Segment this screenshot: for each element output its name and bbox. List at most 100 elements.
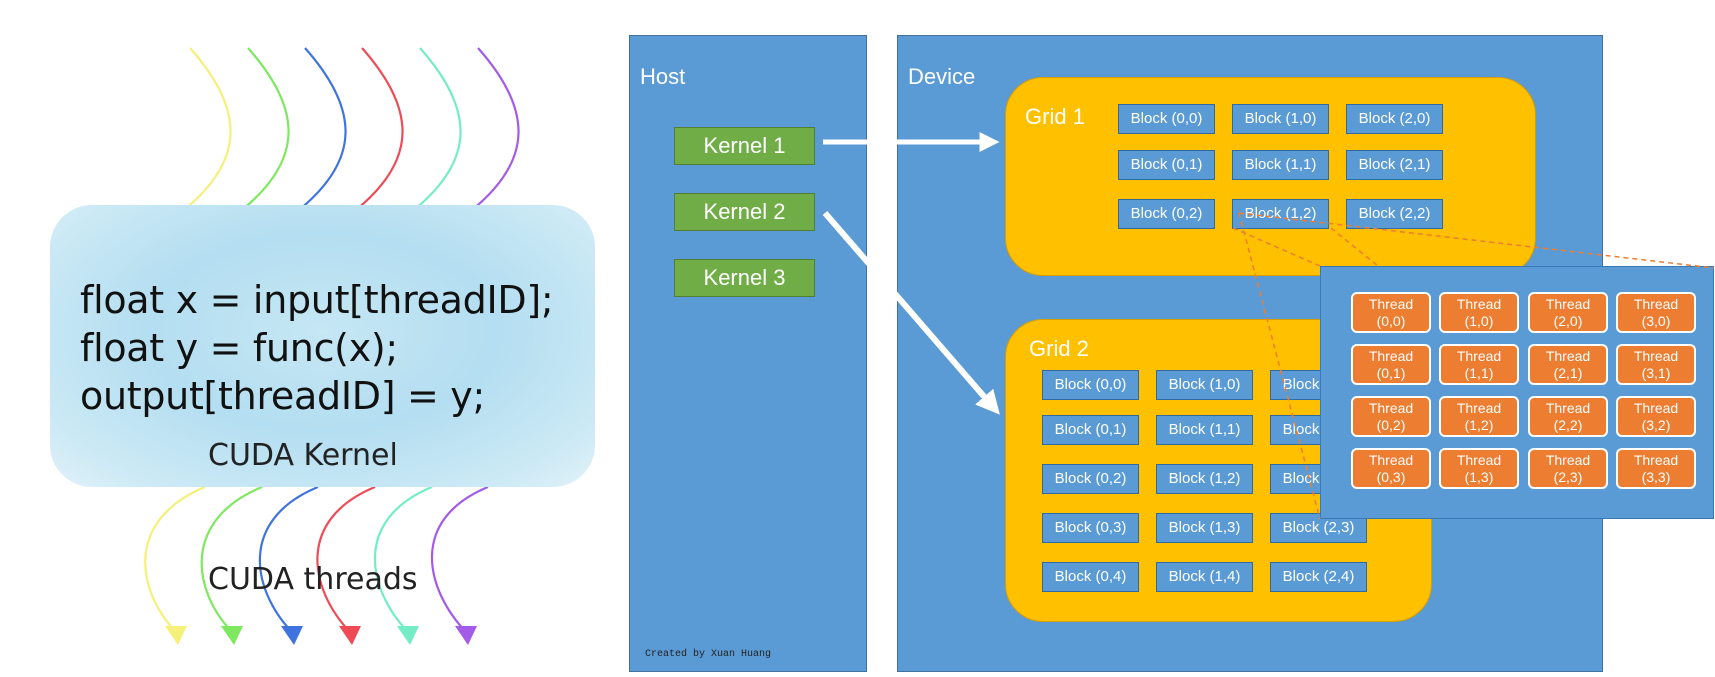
kernel-3-box: Kernel 3 bbox=[674, 259, 815, 297]
grid-1-block-0-0: Block (0,0) bbox=[1118, 104, 1215, 134]
thread-id: (3,3) bbox=[1641, 469, 1671, 485]
thread-0-1: Thread(0,1) bbox=[1351, 344, 1431, 385]
grid-2-block-1-4: Block (1,4) bbox=[1156, 562, 1253, 592]
thread-id: (0,3) bbox=[1376, 469, 1406, 485]
thread-curve-bottom-4 bbox=[316, 485, 376, 633]
thread-curve-top-3 bbox=[298, 47, 347, 211]
thread-word: Thread bbox=[1633, 296, 1679, 312]
thread-3-0: Thread(3,0) bbox=[1616, 292, 1696, 333]
thread-id: (3,2) bbox=[1641, 417, 1671, 433]
grid-1-block-2-0: Block (2,0) bbox=[1346, 104, 1443, 134]
grid-1-block-1-0: Block (1,0) bbox=[1232, 104, 1329, 134]
thread-word: Thread bbox=[1368, 452, 1414, 468]
thread-word: Thread bbox=[1368, 348, 1414, 364]
thread-word: Thread bbox=[1456, 400, 1502, 416]
thread-2-3: Thread(2,3) bbox=[1528, 448, 1608, 489]
grid-2-block-0-2: Block (0,2) bbox=[1042, 464, 1139, 494]
code-line-1: float x = input[threadID]; bbox=[80, 278, 554, 322]
grid-1-block-2-1: Block (2,1) bbox=[1346, 150, 1443, 180]
thread-word: Thread bbox=[1456, 296, 1502, 312]
grid-2-block-0-0: Block (0,0) bbox=[1042, 370, 1139, 400]
thread-id: (0,2) bbox=[1376, 417, 1406, 433]
thread-1-1: Thread(1,1) bbox=[1439, 344, 1519, 385]
thread-word: Thread bbox=[1633, 452, 1679, 468]
grid-2-label: Grid 2 bbox=[1029, 336, 1089, 361]
grid-1-block-1-2: Block (1,2) bbox=[1232, 199, 1329, 229]
grid-2-block-0-3: Block (0,3) bbox=[1042, 513, 1139, 543]
cuda-kernel-caption: CUDA Kernel bbox=[208, 438, 398, 473]
thread-id: (1,1) bbox=[1464, 365, 1494, 381]
thread-id: (2,2) bbox=[1553, 417, 1583, 433]
credit-text: Created by Xuan Huang bbox=[645, 649, 772, 660]
thread-1-0: Thread(1,0) bbox=[1439, 292, 1519, 333]
thread-arrowhead-3 bbox=[281, 626, 303, 645]
device-label: Device bbox=[908, 64, 976, 89]
thread-curve-bottom-2 bbox=[200, 485, 263, 633]
thread-id: (0,0) bbox=[1376, 313, 1406, 329]
thread-id: (2,0) bbox=[1553, 313, 1583, 329]
thread-curve-bottom-5 bbox=[373, 485, 433, 633]
grid-2-block-1-2: Block (1,2) bbox=[1156, 464, 1253, 494]
grid-2-block-1-0: Block (1,0) bbox=[1156, 370, 1253, 400]
thread-3-3: Thread(3,3) bbox=[1616, 448, 1696, 489]
grid-2-block-1-3: Block (1,3) bbox=[1156, 513, 1253, 543]
thread-id: (3,1) bbox=[1641, 365, 1671, 381]
thread-word: Thread bbox=[1368, 400, 1414, 416]
thread-curve-top-6 bbox=[471, 47, 520, 211]
cuda-threads-caption: CUDA threads bbox=[208, 562, 418, 597]
thread-word: Thread bbox=[1456, 452, 1502, 468]
thread-2-1: Thread(2,1) bbox=[1528, 344, 1608, 385]
thread-1-2: Thread(1,2) bbox=[1439, 396, 1519, 437]
grid-2-block-1-1: Block (1,1) bbox=[1156, 415, 1253, 445]
thread-curve-bottom-3 bbox=[258, 485, 319, 633]
thread-3-1: Thread(3,1) bbox=[1616, 344, 1696, 385]
code-line-2: float y = func(x); bbox=[80, 326, 398, 370]
thread-curves-illustration bbox=[144, 47, 520, 645]
thread-0-3: Thread(0,3) bbox=[1351, 448, 1431, 489]
thread-id: (1,2) bbox=[1464, 417, 1494, 433]
kernel-2-box: Kernel 2 bbox=[674, 193, 815, 231]
thread-word: Thread bbox=[1545, 296, 1591, 312]
thread-arrowhead-5 bbox=[397, 626, 419, 645]
host-label: Host bbox=[640, 64, 686, 89]
thread-word: Thread bbox=[1545, 400, 1591, 416]
thread-word: Thread bbox=[1545, 452, 1591, 468]
thread-2-2: Thread(2,2) bbox=[1528, 396, 1608, 437]
grid-1-block-2-2: Block (2,2) bbox=[1346, 199, 1443, 229]
thread-word: Thread bbox=[1456, 348, 1502, 364]
thread-id: (0,1) bbox=[1376, 365, 1406, 381]
thread-word: Thread bbox=[1633, 348, 1679, 364]
cuda-kernel-box bbox=[50, 205, 595, 487]
thread-arrowhead-4 bbox=[339, 626, 361, 645]
grid-1-block-0-2: Block (0,2) bbox=[1118, 199, 1215, 229]
thread-id: (2,1) bbox=[1553, 365, 1583, 381]
grid-1-block-1-1: Block (1,1) bbox=[1232, 150, 1329, 180]
thread-1-3: Thread(1,3) bbox=[1439, 448, 1519, 489]
thread-id: (2,3) bbox=[1553, 469, 1583, 485]
thread-arrowhead-6 bbox=[455, 626, 477, 645]
grid-2-block-0-4: Block (0,4) bbox=[1042, 562, 1139, 592]
code-line-3: output[threadID] = y; bbox=[80, 374, 486, 418]
grid-2-block-0-1: Block (0,1) bbox=[1042, 415, 1139, 445]
thread-word: Thread bbox=[1368, 296, 1414, 312]
thread-curve-top-1 bbox=[183, 47, 232, 211]
thread-curve-top-5 bbox=[413, 47, 462, 211]
thread-0-2: Thread(0,2) bbox=[1351, 396, 1431, 437]
thread-word: Thread bbox=[1545, 348, 1591, 364]
thread-id: (1,3) bbox=[1464, 469, 1494, 485]
thread-curve-top-4 bbox=[355, 47, 404, 211]
grid-1-label: Grid 1 bbox=[1025, 104, 1085, 129]
thread-id: (1,0) bbox=[1464, 313, 1494, 329]
thread-curve-bottom-6 bbox=[430, 485, 489, 633]
thread-id: (3,0) bbox=[1641, 313, 1671, 329]
thread-0-0: Thread(0,0) bbox=[1351, 292, 1431, 333]
thread-curve-top-2 bbox=[241, 47, 290, 211]
thread-2-0: Thread(2,0) bbox=[1528, 292, 1608, 333]
thread-3-2: Thread(3,2) bbox=[1616, 396, 1696, 437]
thread-arrowhead-2 bbox=[221, 626, 243, 645]
grid-2-block-2-4: Block (2,4) bbox=[1270, 562, 1367, 592]
thread-arrowhead-1 bbox=[165, 626, 187, 645]
thread-word: Thread bbox=[1633, 400, 1679, 416]
grid-1-block-0-1: Block (0,1) bbox=[1118, 150, 1215, 180]
thread-curve-bottom-1 bbox=[144, 485, 206, 633]
